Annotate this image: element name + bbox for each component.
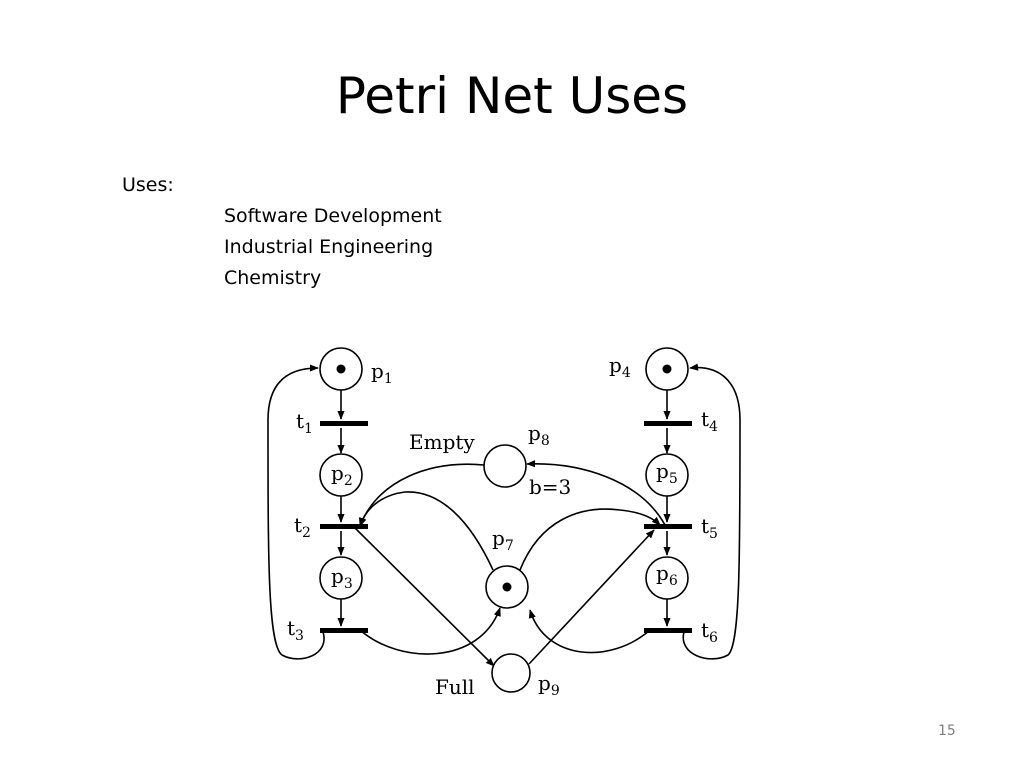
transition-t5 bbox=[644, 524, 692, 529]
label-t4: t4 bbox=[701, 407, 718, 435]
slide-number: 15 bbox=[938, 723, 956, 739]
label-p7: p7 bbox=[492, 526, 514, 554]
label-t3: t3 bbox=[287, 616, 304, 644]
label-t6: t6 bbox=[701, 618, 718, 646]
arc-t3-p1 bbox=[267, 364, 325, 660]
label-full: Full bbox=[435, 675, 475, 699]
arc-t6-p4 bbox=[682, 363, 741, 660]
token-p7 bbox=[502, 582, 512, 592]
arc-p9-t5 bbox=[528, 529, 655, 665]
label-p2: p2 bbox=[331, 461, 353, 489]
label-p5: p5 bbox=[656, 459, 678, 487]
uses-list: Uses: Software Development Industrial En… bbox=[122, 170, 442, 294]
transition-t6 bbox=[644, 628, 692, 633]
uses-item-software: Software Development bbox=[224, 205, 442, 227]
label-t1: t1 bbox=[296, 409, 313, 437]
uses-item-chemistry: Chemistry bbox=[224, 267, 322, 289]
arc-t6-p7 bbox=[528, 609, 651, 654]
label-bound: b=3 bbox=[529, 475, 571, 499]
arc-t2-p9 bbox=[353, 526, 495, 667]
arc-t5-p8 bbox=[526, 460, 666, 526]
place-p3 bbox=[319, 556, 363, 600]
place-p9 bbox=[491, 653, 531, 693]
label-t2: t2 bbox=[294, 513, 311, 541]
label-p1: p1 bbox=[371, 359, 393, 387]
label-empty: Empty bbox=[409, 430, 475, 454]
uses-label: Uses: bbox=[122, 174, 174, 196]
token-p4 bbox=[662, 364, 672, 374]
place-p2 bbox=[319, 453, 363, 497]
arc-p8-t2 bbox=[359, 463, 485, 527]
place-p5 bbox=[645, 453, 689, 497]
uses-item-industrial: Industrial Engineering bbox=[224, 236, 434, 258]
arc-p7-t2 bbox=[358, 491, 494, 571]
label-p8: p8 bbox=[528, 421, 550, 449]
slide-title: Petri Net Uses bbox=[335, 67, 689, 125]
label-p3: p3 bbox=[331, 564, 353, 592]
place-p8 bbox=[483, 444, 527, 488]
label-p9: p9 bbox=[538, 671, 560, 699]
transition-t2 bbox=[320, 524, 368, 529]
transition-t1 bbox=[320, 421, 368, 426]
arc-p7-t5 bbox=[519, 508, 661, 571]
transition-t4 bbox=[644, 421, 692, 426]
token-p1 bbox=[336, 364, 346, 374]
label-p4: p4 bbox=[609, 353, 631, 381]
transition-t3 bbox=[320, 628, 368, 633]
label-p6: p6 bbox=[656, 561, 678, 589]
place-p6 bbox=[645, 556, 689, 600]
arc-t3-p7 bbox=[359, 607, 501, 655]
label-t5: t5 bbox=[701, 514, 718, 542]
